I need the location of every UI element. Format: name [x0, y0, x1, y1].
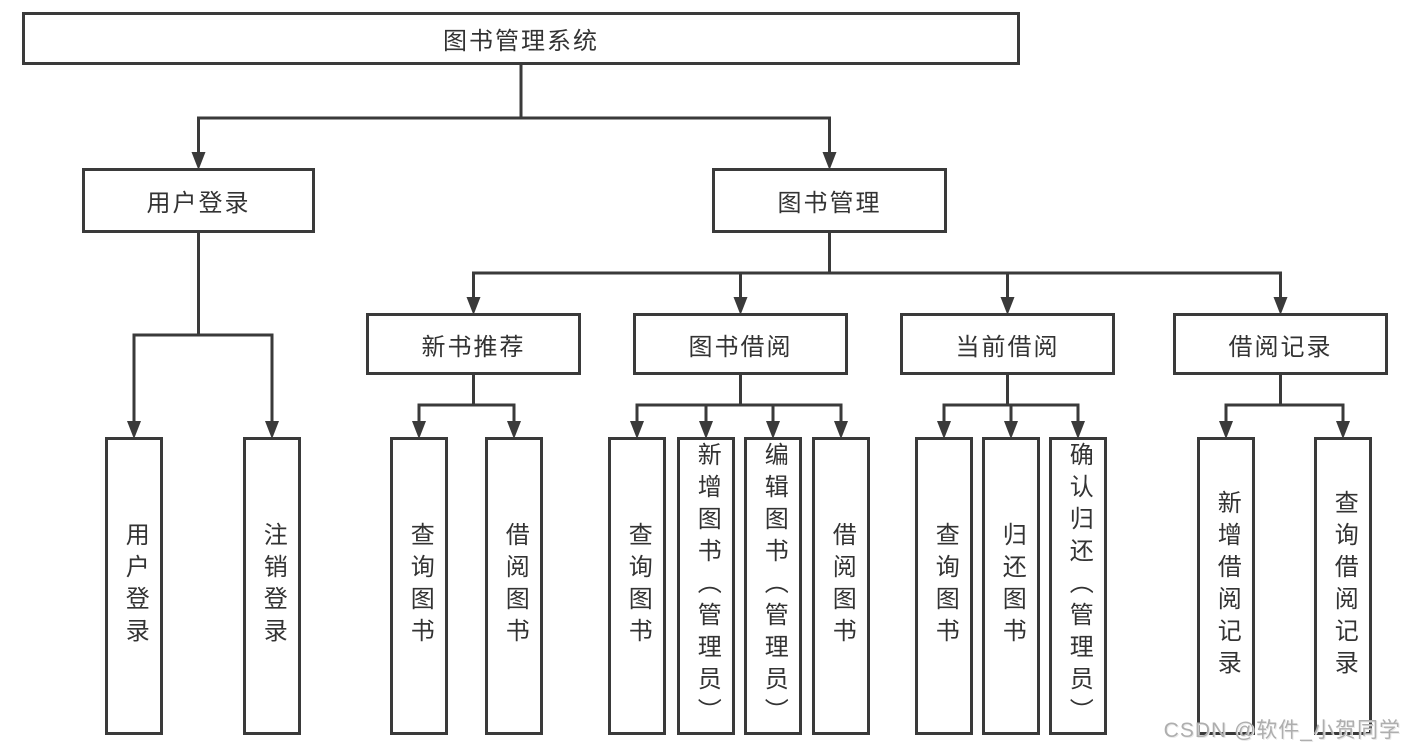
node-new-book-rec: 新书推荐 — [366, 313, 581, 375]
arrowhead-icon — [937, 421, 951, 439]
node-leaf-user-login: 用户登录 — [105, 437, 163, 735]
node-book-borrow: 图书借阅 — [633, 313, 848, 375]
node-leaf-bb-borrow: 借阅图书 — [812, 437, 870, 735]
node-label: 确认归还（管理员） — [1065, 442, 1093, 730]
arrowhead-icon — [1071, 421, 1085, 439]
node-user-login: 用户登录 — [82, 168, 315, 233]
arrowhead-icon — [1219, 421, 1233, 439]
node-label: 图书管理系统 — [443, 28, 599, 55]
arrowhead-icon — [1000, 297, 1015, 315]
node-leaf-nbr-borrow: 借阅图书 — [485, 437, 543, 735]
node-leaf-nbr-query: 查询图书 — [390, 437, 448, 735]
node-label: 借阅图书 — [828, 522, 856, 650]
node-label: 新增借阅记录 — [1213, 490, 1241, 682]
node-root: 图书管理系统 — [22, 12, 1020, 65]
node-leaf-bb-add: 新增图书（管理员） — [677, 437, 735, 735]
node-borrow-records: 借阅记录 — [1173, 313, 1388, 375]
node-leaf-br-query: 查询借阅记录 — [1314, 437, 1372, 735]
node-label: 注销登录 — [259, 522, 287, 650]
arrowhead-icon — [1273, 297, 1288, 315]
node-label: 查询图书 — [931, 522, 959, 650]
node-label: 图书借阅 — [688, 333, 793, 361]
arrowhead-icon — [1336, 421, 1350, 439]
node-label: 借阅记录 — [1228, 333, 1333, 361]
arrowhead-icon — [699, 421, 713, 439]
csdn-watermark: CSDN @软件_小贺同学 — [1163, 719, 1401, 742]
arrowhead-icon — [412, 421, 426, 439]
node-label: 借阅图书 — [501, 522, 529, 650]
arrowhead-icon — [1004, 421, 1018, 439]
node-leaf-bb-edit: 编辑图书（管理员） — [744, 437, 802, 735]
node-leaf-logout: 注销登录 — [243, 437, 301, 735]
arrowhead-icon — [507, 421, 521, 439]
arrowhead-icon — [834, 421, 848, 439]
arrowhead-icon — [191, 152, 206, 170]
node-leaf-br-add: 新增借阅记录 — [1197, 437, 1255, 735]
node-book-mgmt: 图书管理 — [712, 168, 947, 233]
node-label: 查询图书 — [406, 522, 434, 650]
arrowhead-icon — [766, 421, 780, 439]
node-leaf-cb-return: 归还图书 — [982, 437, 1040, 735]
arrowhead-icon — [265, 421, 279, 439]
node-label: 用户登录 — [146, 190, 251, 217]
node-leaf-cb-confirm: 确认归还（管理员） — [1049, 437, 1107, 735]
node-label: 查询借阅记录 — [1330, 490, 1358, 682]
arrowhead-icon — [127, 421, 141, 439]
node-leaf-cb-query: 查询图书 — [915, 437, 973, 735]
node-current-borrow: 当前借阅 — [900, 313, 1115, 375]
node-label: 新书推荐 — [421, 333, 526, 361]
arrowhead-icon — [466, 297, 481, 315]
node-label: 编辑图书（管理员） — [760, 442, 788, 730]
arrowhead-icon — [733, 297, 748, 315]
node-label: 当前借阅 — [955, 333, 1060, 361]
node-label: 归还图书 — [998, 522, 1026, 650]
node-label: 查询图书 — [624, 522, 652, 650]
arrowhead-icon — [822, 152, 837, 170]
arrowhead-icon — [630, 421, 644, 439]
node-leaf-bb-query: 查询图书 — [608, 437, 666, 735]
node-label: 用户登录 — [121, 522, 149, 650]
node-label: 图书管理 — [777, 190, 882, 217]
node-label: 新增图书（管理员） — [693, 442, 721, 730]
